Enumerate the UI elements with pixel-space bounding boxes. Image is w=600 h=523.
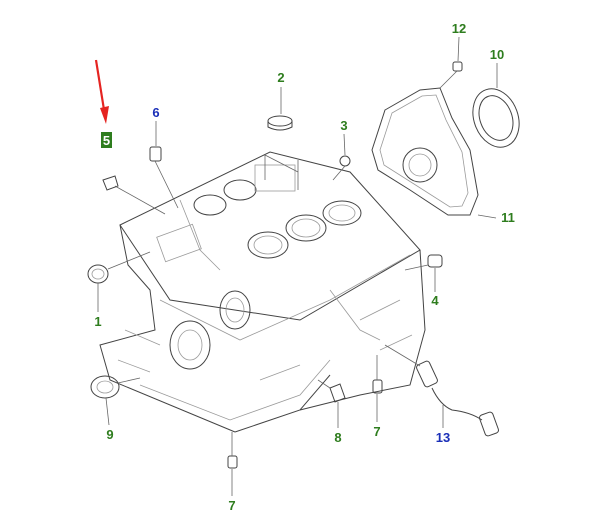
callout-7-right: 7 [373,424,380,439]
callout-13: 13 [436,430,450,445]
engine-block [99,151,426,433]
cup-plug-part-2 [264,115,299,190]
callout-12: 12 [452,21,466,36]
rear-seal-housing [371,87,479,216]
dowel-part-6 [149,146,179,209]
red-arrow-indicator [94,59,109,124]
bolt-part-12 [439,61,463,89]
callout-11: 11 [501,210,515,225]
callout-2: 2 [277,70,284,85]
front-seal-part-9 [90,375,141,399]
callout-9: 9 [106,427,113,442]
callout-3: 3 [340,118,347,133]
sensor-part-13 [384,344,499,437]
bolt-part-3 [332,155,351,181]
callout-10: 10 [490,47,504,62]
rear-oil-seal [472,88,520,148]
callout-6: 6 [152,105,159,120]
callout-5-highlight-box [101,132,112,148]
plug-part-7-right [372,355,383,394]
callout-8: 8 [334,430,341,445]
plug-part-5 [102,175,166,215]
callout-4: 4 [431,293,439,308]
callout-7-lower: 7 [228,498,235,513]
plug-part-8 [317,379,346,403]
bush-part-4 [404,254,443,271]
callout-5: 5 [103,133,110,148]
plug-part-7-lower [227,432,238,469]
callout-1: 1 [94,314,101,329]
